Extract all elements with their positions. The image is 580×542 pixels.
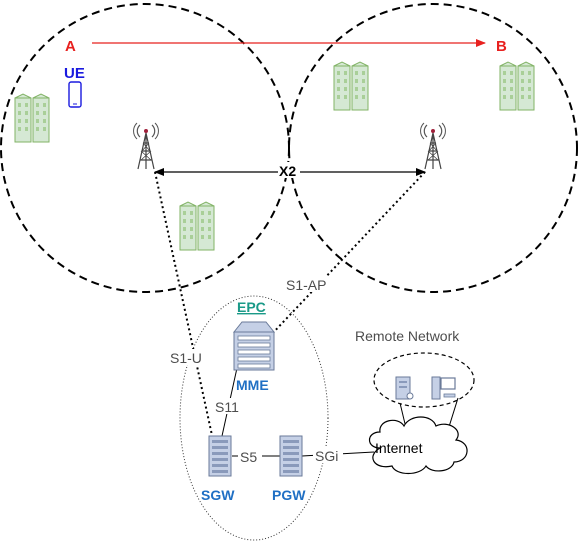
mme-label: MME [236, 377, 269, 393]
building-icon [179, 201, 215, 251]
epc-boundary [179, 295, 329, 541]
remote-network-boundary [373, 352, 475, 408]
point-b-label: B [496, 38, 507, 55]
cell-a-coverage [0, 3, 290, 293]
epc-label: EPC [237, 299, 266, 315]
x2-label: X2 [279, 163, 296, 179]
s1-u-label: S1-U [170, 350, 202, 366]
s11-label-bg [213, 398, 243, 414]
point-a-label: A [65, 38, 76, 55]
building-icon [333, 61, 369, 111]
mme-server-icon [232, 321, 276, 371]
remote-network-label: Remote Network [355, 328, 460, 344]
s5-label-bg [238, 448, 262, 464]
sgw-label: SGW [201, 487, 235, 503]
remote-computer-icon [431, 376, 456, 400]
s1-ap-label-bg [283, 276, 335, 292]
internet-label: Internet [375, 440, 423, 456]
x2-label-bg [278, 162, 300, 178]
enodeb-a-tower-icon [132, 122, 160, 170]
s1-ap-link [269, 171, 426, 337]
building-icon [14, 93, 50, 143]
remote-server-icon [395, 376, 414, 400]
sgi-label-bg [313, 447, 343, 463]
building-icon [499, 61, 535, 111]
sgi-label: SGi [315, 448, 338, 464]
ue-label: UE [64, 65, 85, 82]
s1-u-label-bg [167, 349, 209, 365]
s1-u-link [154, 171, 214, 441]
phone-icon [68, 81, 82, 108]
internet-cloud-icon [368, 416, 468, 475]
sgw-server-icon [208, 435, 232, 477]
s1-ap-label: S1-AP [286, 277, 326, 293]
cell-b-coverage [288, 3, 578, 293]
pgw-label: PGW [272, 487, 306, 503]
enodeb-b-tower-icon [419, 122, 447, 170]
pgw-server-icon [279, 435, 303, 477]
s11-label: S11 [215, 399, 239, 415]
s5-label: S5 [240, 449, 257, 465]
